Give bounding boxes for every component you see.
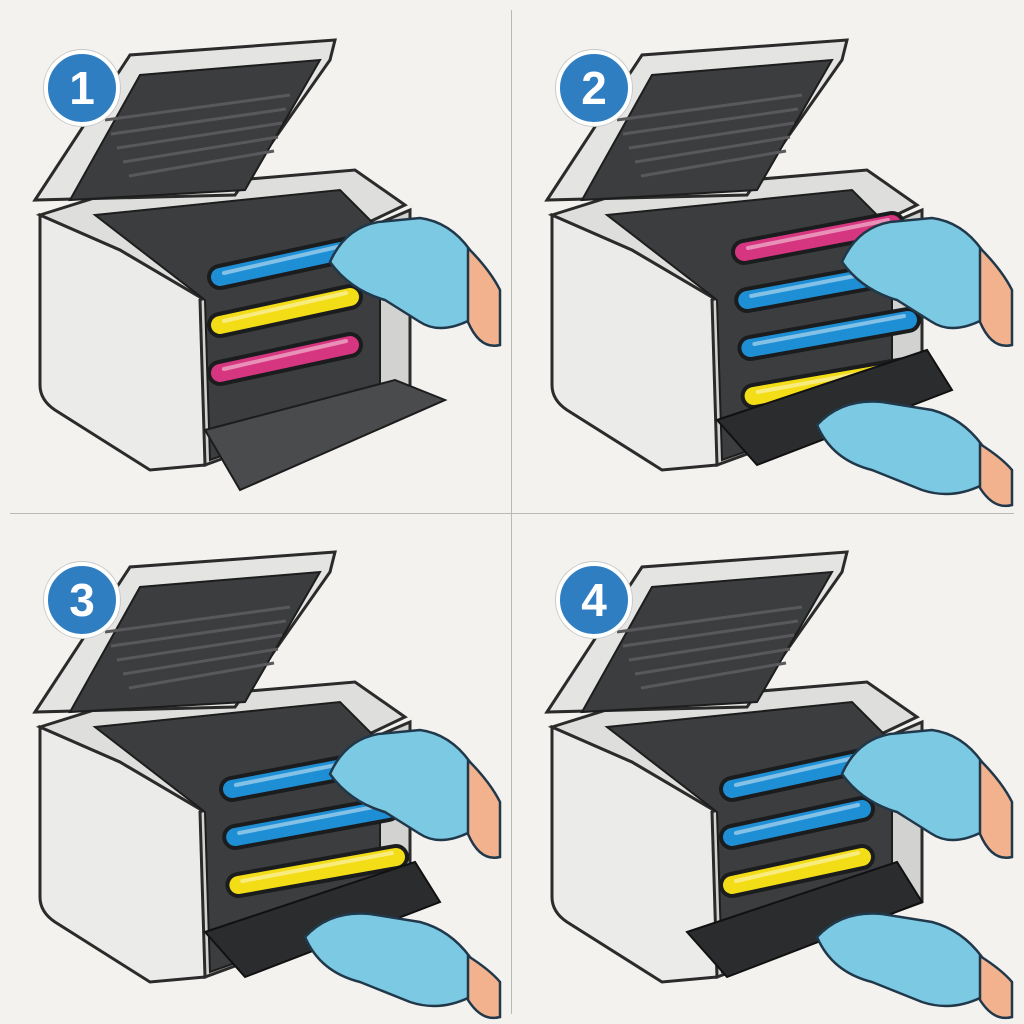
gloved-hand [303,912,502,1020]
toner-cartridge [719,796,875,850]
step-panel-2: 2 [512,0,1024,512]
cartridge-drawer [715,348,954,467]
toner-cartridge [207,332,363,386]
printer-illustration [544,550,1014,1020]
step-number-badge: 1 [44,50,120,126]
step-panel-4: 4 [512,512,1024,1024]
step-panel-3: 3 [0,512,512,1024]
panel-divider-vertical [511,10,512,1014]
toner-cartridge [737,307,921,361]
gloved-hand [840,216,1014,347]
cartridge-drawer [203,860,442,979]
lid-interior [580,58,834,202]
toner-cartridge [207,284,363,338]
gloved-hand [815,400,1014,508]
printer-illustration [544,38,1014,508]
gloved-hand [328,728,502,859]
step-number-badge: 2 [556,50,632,126]
printer-illustration [32,550,502,1020]
step-panel-1: 1 [0,0,512,512]
gloved-hand [815,912,1014,1020]
panel-divider-horizontal [10,513,1014,514]
gloved-hand [840,728,1014,859]
printer-illustration [32,38,502,492]
toner-cartridge [731,211,905,265]
cartridge-drawer [685,860,924,979]
toner-cartridge [222,796,401,850]
lid-interior [68,570,322,714]
toner-cartridge [719,748,875,802]
toner-cartridge [225,844,409,898]
gloved-hand [328,216,502,347]
output-tray [203,378,448,492]
step-number-badge: 4 [556,562,632,638]
lid-interior [68,58,322,202]
lid-interior [580,570,834,714]
toner-cartridge [719,844,875,898]
toner-cartridge [207,236,363,290]
step-number-badge: 3 [44,562,120,638]
